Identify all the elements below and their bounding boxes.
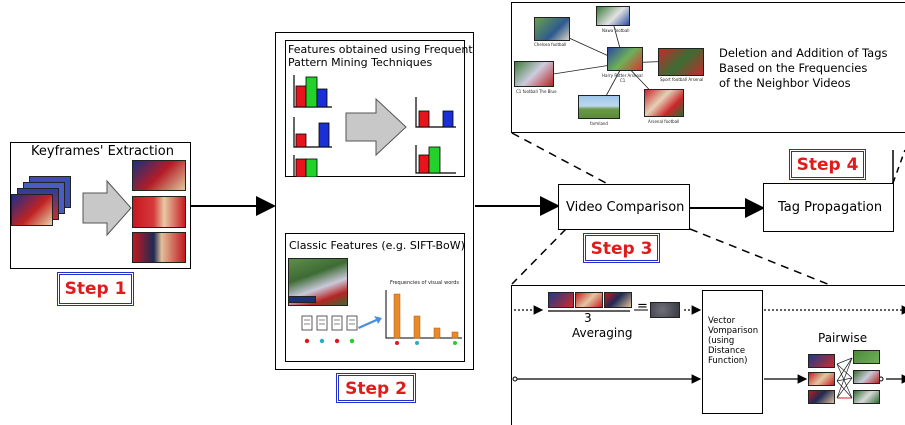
visual-words-icon xyxy=(301,315,358,344)
pairwise-frame-b xyxy=(853,390,880,404)
bow-bar xyxy=(451,331,459,339)
video-comparison-label: Video Comparison xyxy=(566,200,685,215)
averaging-denominator: 3 xyxy=(584,311,592,325)
zoom-line xyxy=(511,228,567,285)
pairwise-label: Pairwise xyxy=(818,331,868,345)
video-comparison-box[interactable]: Video Comparison xyxy=(558,184,690,230)
connectors xyxy=(190,132,905,316)
vector-line1: Vector xyxy=(708,316,736,326)
bar-blue xyxy=(318,122,330,148)
comparison-detail-lines xyxy=(512,305,905,399)
mining-arrow-icon xyxy=(345,97,407,157)
step1-label: Step 1 xyxy=(57,272,134,306)
averaged-frame-2 xyxy=(575,292,603,308)
averaged-frame-3 xyxy=(604,292,632,308)
bow-bar xyxy=(433,327,441,339)
extraction-arrow-icon xyxy=(82,179,132,237)
node-tags: Sport football Arsenal xyxy=(660,77,704,82)
zoom-line xyxy=(689,228,905,316)
vector-comparison-box: Vector Vomparison (using Distance Functi… xyxy=(702,290,763,414)
bar-red xyxy=(295,133,307,148)
pairwise-frame-b xyxy=(853,370,880,384)
keyframes-title: Keyframes' Extraction xyxy=(31,144,174,159)
bow-bar xyxy=(393,293,401,339)
pairwise-frame-b xyxy=(853,350,880,364)
node-tags: Nawa football xyxy=(602,28,630,33)
pairwise-frame-a xyxy=(808,354,835,368)
tag-graph-description-line1: Deletion and Addition of Tags xyxy=(719,46,888,60)
pairwise-frame-a xyxy=(808,372,835,386)
bar-red xyxy=(295,158,307,177)
step4-label: Step 4 xyxy=(789,149,866,180)
averaged-frame-1 xyxy=(548,292,574,308)
averaging-label: Averaging xyxy=(572,326,633,340)
histogram-label: Frequencies of visual words xyxy=(390,280,459,286)
vector-line4: Distance xyxy=(708,346,746,356)
tag-propagation-box[interactable]: Tag Propagation xyxy=(763,183,894,232)
node-tags: C1 football The Blue xyxy=(516,89,557,94)
keyframe-3 xyxy=(132,232,186,263)
sift-image-caption xyxy=(288,296,316,303)
node-tags: Chelsea football xyxy=(534,42,567,47)
bar-red xyxy=(418,154,430,174)
tag-graph-description-line3: of the Neighbor Videos xyxy=(719,76,851,90)
graph-node-video xyxy=(644,89,684,117)
averaging-equals: = xyxy=(637,299,648,314)
frequent-features-box: Features obtained using Frequent Pattern… xyxy=(285,40,473,177)
graph-node-center xyxy=(607,47,643,71)
pairwise-frame-a xyxy=(808,390,835,404)
graph-node-video xyxy=(534,17,570,41)
node-tags: Harry Potter Arsenal xyxy=(602,73,643,78)
bar-green xyxy=(305,76,318,108)
bar-red xyxy=(295,85,307,108)
classic-features-title: Classic Features (e.g. SIFT-BoW) xyxy=(289,239,465,252)
vector-line5: Function) xyxy=(708,356,748,366)
tag-propagation-label: Tag Propagation xyxy=(778,200,883,215)
frequent-features-title-line2: Pattern Mining Techniques xyxy=(288,56,433,69)
vector-line3: (using xyxy=(708,336,735,346)
keyframes-box: Keyframes' Extraction xyxy=(10,142,191,269)
zoom-line xyxy=(892,149,905,184)
bow-bar xyxy=(413,315,421,339)
bar-red xyxy=(418,110,430,128)
graph-node-video xyxy=(514,61,554,87)
node-tags: Arsenal football xyxy=(648,119,680,124)
step3-label: Step 3 xyxy=(583,233,660,263)
map-arrow-icon xyxy=(358,316,382,329)
averaged-result-frame xyxy=(650,302,680,318)
graph-node-video xyxy=(658,48,704,76)
node-tags: farmland xyxy=(590,121,608,126)
zoom-line xyxy=(511,132,607,184)
keyframe-1 xyxy=(132,160,186,191)
graph-node-video xyxy=(578,95,620,119)
bar-green xyxy=(428,146,441,174)
video-frame-stack xyxy=(11,194,53,226)
bar-blue xyxy=(316,88,328,108)
vector-line2: Vomparison xyxy=(708,326,759,336)
bar-blue xyxy=(442,110,454,128)
step2-label: Step 2 xyxy=(336,373,416,403)
node-tags: C1 xyxy=(620,78,626,83)
classic-features-box: Classic Features (e.g. SIFT-BoW) Frequen… xyxy=(285,233,465,362)
bar-green xyxy=(305,158,318,177)
frequent-features-title-line1: Features obtained using Frequent xyxy=(288,43,473,56)
graph-node-video xyxy=(596,6,630,26)
comparison-detail-box: 3 = Averaging Vector Vomparison (using D… xyxy=(511,285,905,425)
tag-graph-box: Chelsea football Nawa football Harry Pot… xyxy=(511,2,905,133)
frequent-histograms xyxy=(293,75,456,177)
bow-histogram xyxy=(385,290,462,345)
keyframe-2 xyxy=(132,196,186,228)
tag-graph-description-line2: Based on the Frequencies xyxy=(719,61,868,75)
